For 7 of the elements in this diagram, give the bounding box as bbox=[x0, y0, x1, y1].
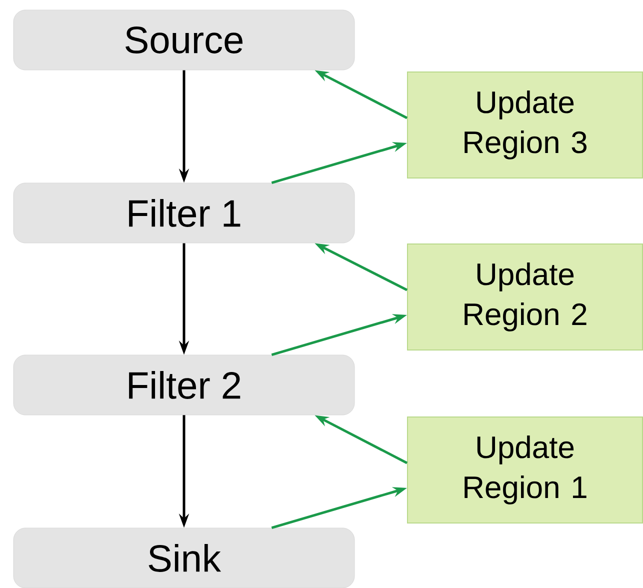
process-box: Source bbox=[13, 10, 355, 70]
region-box: Update Region 2 bbox=[407, 244, 643, 350]
process-box: Filter 2 bbox=[13, 354, 355, 416]
process-box: Sink bbox=[13, 528, 355, 588]
region-box: Update Region 1 bbox=[407, 416, 643, 524]
process-box: Filter 1 bbox=[13, 182, 355, 244]
region-box: Update Region 3 bbox=[407, 72, 643, 178]
